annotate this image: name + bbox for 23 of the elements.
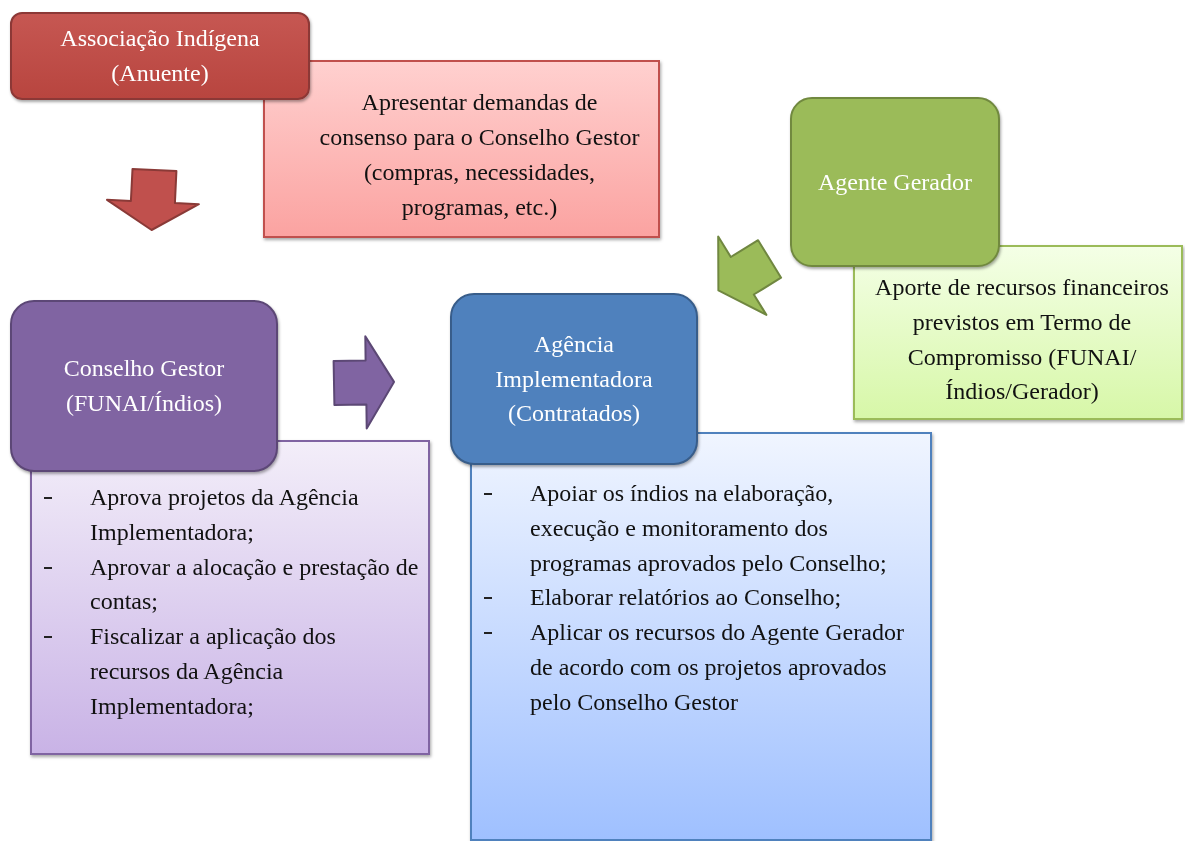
box-label: Conselho Gestor (FUNAI/Índios): [62, 354, 226, 418]
box-label: Associação Indígena (Anuente): [59, 24, 261, 88]
box-label: Aporte de recursos financeiros previstos em Termo de Compromisso (FUNAI/Índios/Gerador): [874, 272, 1170, 407]
block-arrow: [106, 168, 200, 231]
process-box: [790, 97, 1000, 267]
text-panel: [30, 440, 430, 755]
process-box: [263, 60, 660, 238]
list-item: Aprovar a alocação e prestação de contas;: [90, 552, 420, 617]
process-box: [450, 293, 698, 465]
list-item: Fiscalizar a aplicação dos recursos da Agência Implementadora;: [90, 622, 337, 721]
list-item: Aprova projetos da Agência Implementadora;: [90, 483, 360, 547]
process-box: [853, 245, 1183, 420]
box-label: Agente Gerador: [817, 167, 973, 197]
block-arrow: [717, 235, 783, 316]
list-item: Aplicar os recursos do Agente Gerador de acordo com os projetos aprovados pelo Conselho Gestor: [530, 618, 905, 717]
block-arrow: [332, 335, 395, 430]
process-box: [10, 300, 278, 472]
list-item: Apoiar os índios na elaboração, execução e monitoramento dos programas aprovados pelo Conselho;: [530, 479, 888, 578]
list-item: Elaborar relatórios ao Conselho;: [530, 583, 842, 613]
box-label: Agência Implementadora (Contratados): [494, 329, 654, 429]
box-label: Apresentar demandas de consenso para o Conselho Gestor (compras, necessidades, programas, etc.): [318, 88, 641, 222]
text-panel: [470, 432, 932, 841]
process-box: [10, 12, 310, 100]
